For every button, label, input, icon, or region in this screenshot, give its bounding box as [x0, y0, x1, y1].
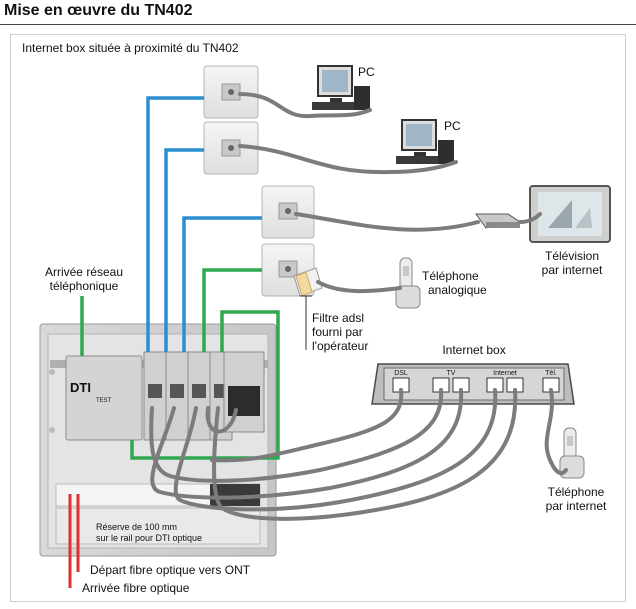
wall-socket-2	[203, 121, 259, 175]
pc-1-icon	[312, 65, 370, 110]
network-arrival-label-line1: Arrivée réseau	[45, 265, 123, 279]
wall-socket-3	[261, 185, 315, 239]
filter-label-line2: fourni par	[312, 325, 363, 339]
port-dsl-label: DSL	[394, 370, 408, 377]
filter-label-line3: l'opérateur	[312, 339, 368, 353]
internet-box	[371, 363, 575, 405]
port-tv-label: TV	[447, 370, 456, 377]
green-cables	[80, 268, 280, 460]
set-top-box-icon	[475, 213, 522, 229]
tv-label-line1: Télévision	[545, 249, 599, 263]
network-arrival-label-line2: téléphonique	[50, 279, 119, 293]
pointer-lines	[300, 295, 312, 350]
fiber-out-label: Départ fibre optique vers ONT	[90, 563, 251, 577]
analog-phone-icon	[395, 257, 421, 309]
tv-label-line2: par internet	[542, 263, 603, 277]
blue-cables	[146, 96, 262, 352]
pc-1-label: PC	[358, 65, 375, 79]
diagram-frame	[10, 34, 626, 602]
page-title: Mise en œuvre du TN402	[4, 2, 193, 19]
black-module	[223, 351, 265, 433]
wall-socket-1	[203, 65, 259, 119]
analog-phone-label-line1: Téléphone	[422, 269, 479, 283]
fiber-in-label: Arrivée fibre optique	[82, 581, 190, 595]
voip-phone-label-line1: Téléphone	[548, 485, 605, 499]
pc-2-icon	[396, 119, 454, 164]
dti-label: DTI	[70, 380, 91, 395]
reserve-label-line1: Réserve de 100 mm	[96, 522, 177, 532]
tn402-panel: DTI TEST	[39, 323, 277, 557]
reserve-label-line2: sur le rail pour DTI optique	[96, 533, 202, 543]
dti-module: DTI TEST	[65, 355, 143, 441]
fiber-lines	[68, 494, 80, 588]
box-location-label: Internet box située à proximité du TN402	[22, 41, 239, 55]
television-icon	[529, 185, 611, 243]
pc-2-label: PC	[444, 119, 461, 133]
adsl-filter-icon	[293, 267, 323, 297]
title-divider	[0, 24, 636, 25]
port-tel-label: Tél.	[545, 370, 557, 377]
analog-phone-label-line2: analogique	[428, 283, 487, 297]
internet-box-label: Internet box	[442, 343, 505, 357]
port-internet-label: Internet	[493, 370, 517, 377]
rj45-modules	[143, 351, 233, 441]
test-label: TEST	[96, 398, 112, 404]
filter-label-line1: Filtre adsl	[312, 311, 364, 325]
voip-phone-label-line2: par internet	[546, 499, 607, 513]
grey-cables	[149, 92, 568, 521]
